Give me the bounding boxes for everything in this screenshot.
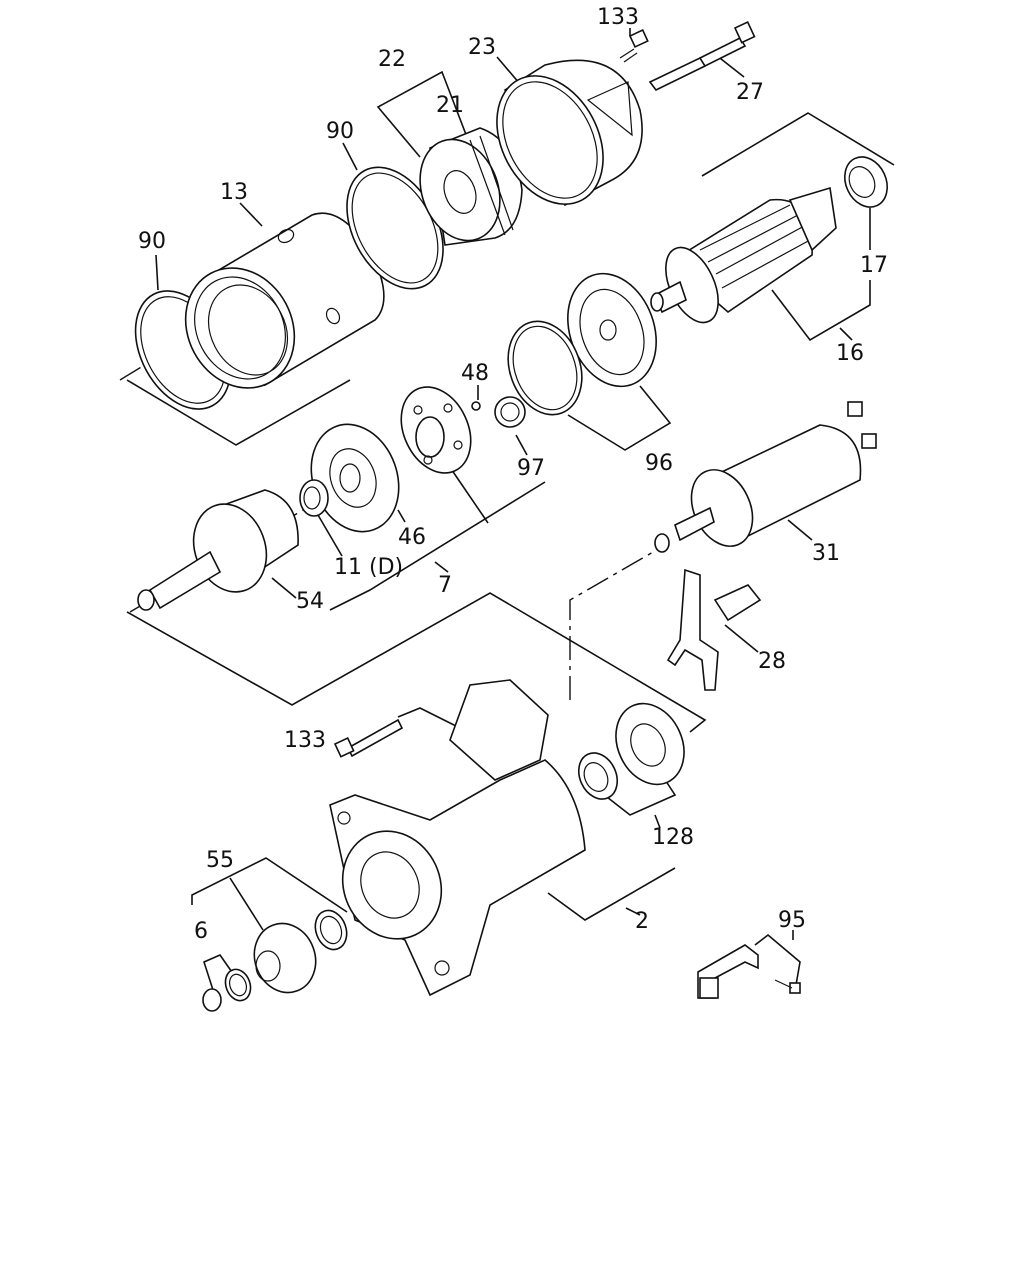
ball-48 [471,401,481,411]
shift-lever-28 [666,568,762,691]
callout-23: 23 [468,35,496,60]
callout-90-top: 90 [326,119,354,144]
brush-ring-21 [419,127,523,246]
callout-labels: 133 23 22 21 27 90 13 90 17 16 48 97 96 … [138,5,888,944]
callout-90-left: 90 [138,229,166,254]
callout-7: 7 [438,573,452,598]
callout-95: 95 [778,908,806,933]
callout-48: 48 [461,361,489,386]
armature-16 [650,186,837,324]
washer-11d [299,479,329,517]
solenoid-31 [654,401,877,553]
cover-96 [507,272,657,416]
callout-21: 21 [436,93,464,118]
callout-46: 46 [398,525,426,550]
bracket-95 [697,944,801,999]
bolt-133-mid [333,718,404,758]
bearing-17 [844,156,888,208]
callout-27: 27 [736,80,764,105]
housing-2 [329,679,586,997]
callout-96: 96 [645,451,673,476]
pinion-shaft-54 [137,489,299,611]
end-cover-23 [496,59,643,207]
callout-31: 31 [812,541,840,566]
callout-16: 16 [836,341,864,366]
through-bolt-27 [648,21,756,92]
pinion-gear-55 [253,909,348,994]
yoke-housing-13 [184,212,385,389]
leader-lines [126,28,895,991]
gear-97 [494,396,526,428]
callout-128: 128 [652,825,694,850]
screw-133-top [619,29,649,63]
callout-22: 22 [378,47,406,72]
callout-97: 97 [517,456,545,481]
callout-17: 17 [860,253,888,278]
callout-2: 2 [635,909,649,934]
callout-6: 6 [194,919,208,944]
snap-ring-6 [202,968,252,1012]
callout-13: 13 [220,180,248,205]
callout-11d: 11 (D) [334,555,403,580]
planet-carrier-7 [400,386,472,474]
internal-gear-46 [310,423,400,533]
callout-55: 55 [206,848,234,873]
callout-28: 28 [758,649,786,674]
callout-54: 54 [296,589,324,614]
callout-133-mid: 133 [284,728,326,753]
bearing-128 [577,702,685,800]
callout-133-top: 133 [597,5,639,30]
